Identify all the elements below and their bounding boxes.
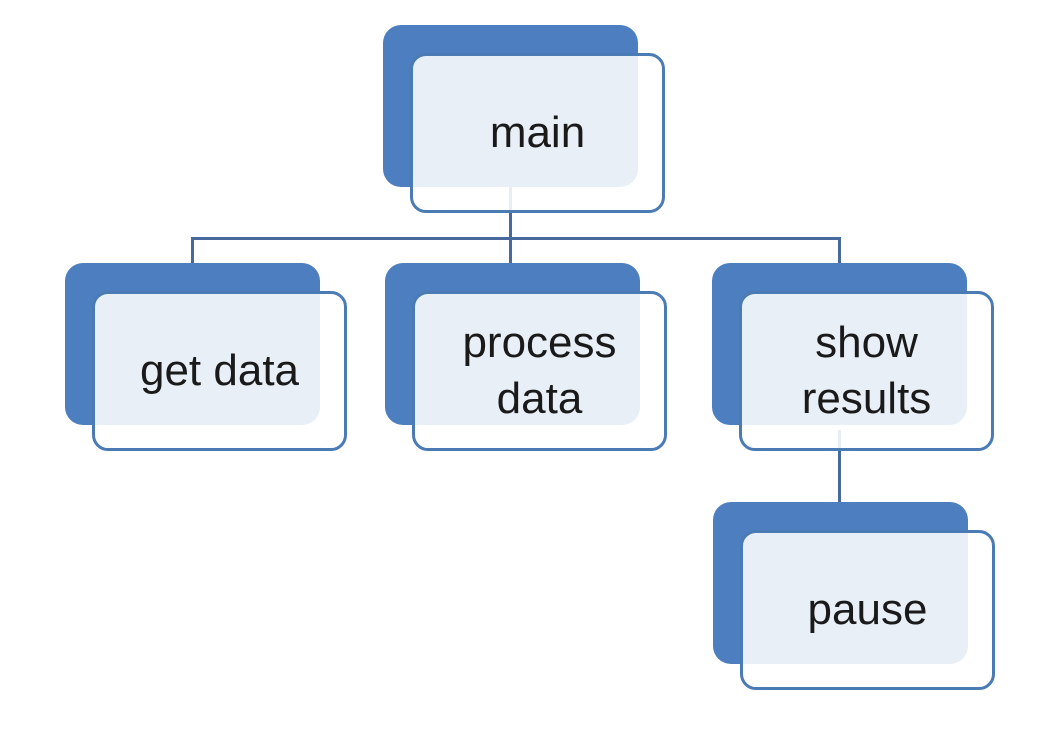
connector-show-results-pause (838, 430, 841, 510)
node-get-data-label: get data (139, 346, 300, 396)
node-show-results-label: show results (801, 318, 932, 423)
node-main-front-card: main (410, 53, 665, 213)
node-main: main (383, 25, 665, 215)
connector-horizontal-rail (191, 237, 841, 240)
node-pause: pause (713, 502, 995, 692)
node-get-data: get data (65, 263, 347, 453)
connector-drop-get-data (191, 238, 194, 270)
node-process-data: process data (385, 263, 667, 453)
node-get-data-front-card: get data (92, 291, 347, 451)
node-show-results-front-card: show results (739, 291, 994, 451)
node-process-data-front-card: process data (412, 291, 667, 451)
node-main-label: main (489, 108, 586, 158)
node-pause-front-card: pause (740, 530, 995, 690)
node-pause-label: pause (807, 585, 928, 635)
node-show-results: show results (712, 263, 994, 453)
connector-drop-show-results (838, 238, 841, 270)
node-process-data-label: process data (462, 318, 617, 423)
